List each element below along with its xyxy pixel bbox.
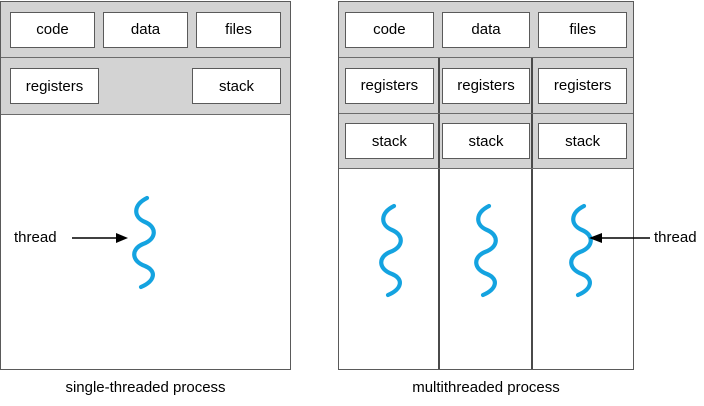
resource-cell-files: files bbox=[196, 11, 281, 48]
resource-cell-registers: registers bbox=[10, 68, 99, 104]
single-shared-resources-band: code data files bbox=[1, 2, 290, 58]
single-shared-resources-row: code data files bbox=[1, 2, 290, 57]
column-divider bbox=[531, 114, 533, 168]
resource-cell-stack: stack bbox=[192, 68, 281, 104]
multi-registers-row: registers registers registers bbox=[339, 58, 633, 113]
multi-stacks-band: stack stack stack bbox=[339, 114, 633, 169]
multi-stacks-row: stack stack stack bbox=[339, 114, 633, 168]
resource-cell-stack: stack bbox=[441, 123, 531, 159]
resource-cell-code: code bbox=[10, 11, 95, 48]
thread-annotation-label-right: thread bbox=[654, 229, 697, 246]
resource-cell-code: code bbox=[345, 11, 434, 48]
resource-cell-data: data bbox=[103, 11, 188, 48]
thread-annotation-arrow-left bbox=[72, 233, 128, 243]
single-thread-area bbox=[1, 115, 290, 369]
thread-squiggle bbox=[125, 195, 159, 291]
column-divider bbox=[438, 58, 440, 113]
thread-squiggle bbox=[372, 203, 406, 299]
resource-cell-registers: registers bbox=[441, 67, 531, 104]
thread-annotation-arrow-right bbox=[589, 233, 650, 243]
single-thread-resources-band: registers stack bbox=[1, 58, 290, 115]
caption-single-threaded-process: single-threaded process bbox=[65, 379, 226, 396]
multi-thread-area bbox=[339, 169, 633, 369]
resource-cell-registers: registers bbox=[345, 67, 434, 104]
multi-shared-resources-band: code data files bbox=[339, 2, 633, 58]
multi-shared-resources-row: code data files bbox=[339, 2, 633, 57]
multithreaded-process-box: code data files registers registers regi… bbox=[338, 1, 634, 370]
column-divider bbox=[438, 114, 440, 168]
resource-cell-stack: stack bbox=[538, 123, 628, 159]
multi-registers-band: registers registers registers bbox=[339, 58, 633, 114]
resource-cell-stack: stack bbox=[345, 123, 434, 159]
resource-cell-files: files bbox=[538, 11, 628, 48]
single-threaded-process-box: code data files registers stack bbox=[0, 1, 291, 370]
caption-multithreaded-process: multithreaded process bbox=[412, 379, 560, 396]
single-thread-resources-row: registers stack bbox=[1, 58, 290, 114]
column-divider bbox=[438, 169, 440, 369]
resource-cell-data: data bbox=[441, 11, 531, 48]
thread-annotation-label-left: thread bbox=[14, 229, 57, 246]
thread-squiggle bbox=[467, 203, 501, 299]
thread-squiggle bbox=[562, 203, 596, 299]
column-divider bbox=[531, 169, 533, 369]
resource-cell-registers: registers bbox=[538, 67, 628, 104]
column-divider bbox=[531, 58, 533, 113]
